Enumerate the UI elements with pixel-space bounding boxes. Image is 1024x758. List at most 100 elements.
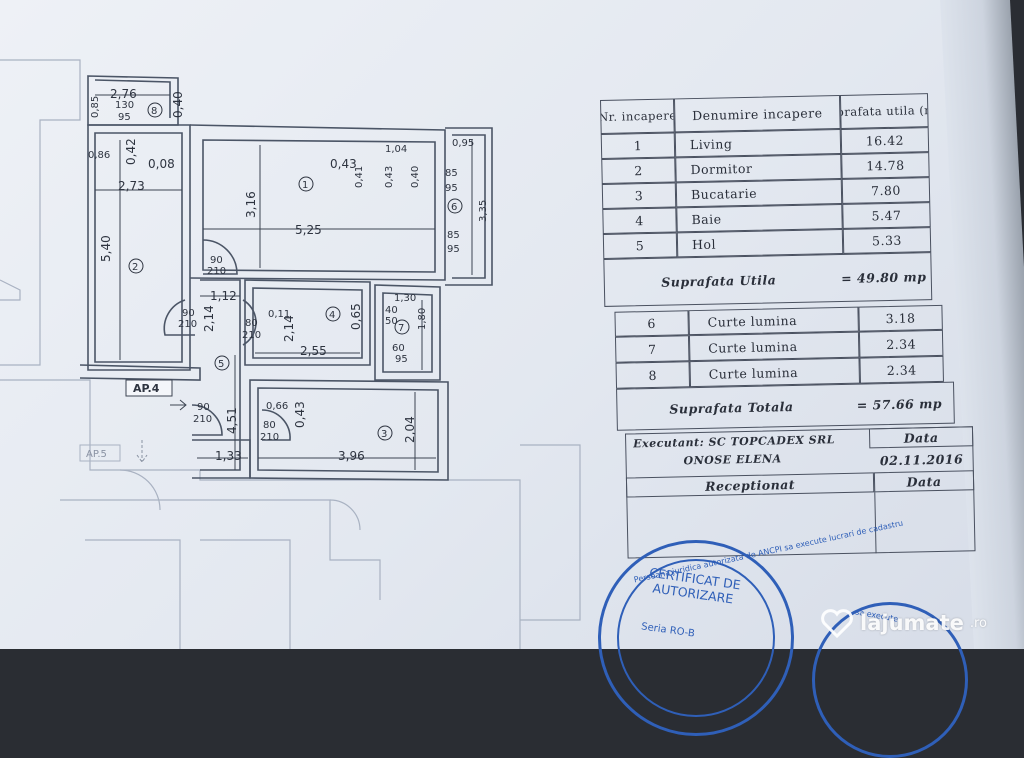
watermark-brand: lajumate xyxy=(860,611,964,635)
room-number: 2 xyxy=(132,262,138,273)
data-label: Data xyxy=(868,426,974,449)
dim-label: 0,95 xyxy=(452,138,474,149)
utila-value: = 49.80 mp xyxy=(840,268,927,286)
court-area: 2.34 xyxy=(858,329,944,358)
dim-label: 60 xyxy=(392,343,405,354)
room-area: 5.47 xyxy=(842,202,931,229)
dim-label: 95 xyxy=(447,244,460,255)
room-name: Bucatarie xyxy=(675,178,843,208)
data-label-2: Data xyxy=(873,470,975,493)
dim-label: 0,86 xyxy=(88,150,110,161)
room-area: 16.42 xyxy=(840,127,930,154)
room-nr: 1 xyxy=(600,132,676,159)
dim-label: 90 xyxy=(182,308,195,319)
document-sheet xyxy=(0,0,1000,649)
room-markers: 1 2 3 4 5 6 7 8 xyxy=(128,102,463,441)
dim-label: 0,65 xyxy=(349,303,363,330)
dim-label: 2,73 xyxy=(118,179,145,193)
dim-label: 1,30 xyxy=(394,293,416,304)
court-name: Curte lumina xyxy=(689,357,860,388)
dim-label: 210 xyxy=(193,414,212,425)
dim-label: 0,11 xyxy=(268,309,290,320)
dim-label: 2,14 xyxy=(282,315,296,342)
dim-label: 0,41 xyxy=(354,166,365,188)
dim-label: 80 xyxy=(263,420,276,431)
court-name: Curte lumina xyxy=(688,306,859,336)
room-number: 6 xyxy=(451,202,457,213)
dim-label: 5,40 xyxy=(99,235,113,262)
dim-label: 1,80 xyxy=(417,308,428,330)
dim-label: 85 xyxy=(445,168,458,179)
dim-label: 1,04 xyxy=(385,144,407,155)
room-nr: 2 xyxy=(601,157,676,184)
header-denumire: Denumire incapere xyxy=(673,94,841,133)
court-nr: 7 xyxy=(614,335,690,363)
dim-label: 80 xyxy=(245,318,258,329)
dim-label: 2,55 xyxy=(300,344,327,358)
ap4-label: AP.4 xyxy=(133,382,160,395)
dim-label: 0,85 xyxy=(90,96,101,118)
totala-value: = 57.66 mp xyxy=(856,395,943,413)
room-name: Hol xyxy=(676,228,844,258)
dim-label: 1,33 xyxy=(215,449,242,463)
dim-label: 90 xyxy=(210,255,223,266)
dim-label: 4,51 xyxy=(225,407,239,434)
dim-label: 95 xyxy=(118,112,131,123)
dim-label: 0,08 xyxy=(148,157,175,171)
dim-label: 0,40 xyxy=(171,91,185,118)
totala-label: Suprafata Totala xyxy=(669,398,794,417)
room-number: 5 xyxy=(218,359,224,370)
dim-label: 90 xyxy=(197,402,210,413)
room-name: Living xyxy=(674,128,842,158)
dim-label: 5,25 xyxy=(295,223,322,237)
header-nr: Nr. incapere xyxy=(600,98,675,134)
neighbor-outlines xyxy=(0,59,581,649)
dim-label: 0,43 xyxy=(293,401,307,428)
dim-label: 50 xyxy=(385,316,398,327)
utila-label: Suprafata Utila xyxy=(661,271,777,290)
dim-label: 210 xyxy=(242,330,261,341)
dim-label: 95 xyxy=(445,183,458,194)
heart-logo-icon xyxy=(821,609,853,638)
room-number: 3 xyxy=(381,429,387,440)
dim-label: 2,14 xyxy=(202,305,216,332)
court-nr: 8 xyxy=(615,361,691,389)
room-number: 1 xyxy=(302,180,308,191)
dim-label: 210 xyxy=(207,266,226,277)
room-name: Dormitor xyxy=(675,153,842,183)
room-name: Baie xyxy=(676,203,843,233)
walls xyxy=(79,75,493,481)
room-area: 7.80 xyxy=(841,177,931,204)
dimension-labels: 2,76 130 95 0,40 0,85 0,86 0,42 0,08 2,7… xyxy=(88,87,489,463)
floor-plan: 2,76 130 95 0,40 0,85 0,86 0,42 0,08 2,7… xyxy=(0,59,581,649)
dim-label: 0,43 xyxy=(384,166,395,188)
court-name: Curte lumina xyxy=(688,331,860,362)
executant-person: ONOSE ELENA xyxy=(683,451,782,467)
room-area: 14.78 xyxy=(841,152,930,179)
dim-label: 95 xyxy=(395,354,408,365)
site-watermark: lajumate .ro xyxy=(820,606,987,640)
room-area: 5.33 xyxy=(842,227,932,254)
door-arcs xyxy=(163,239,291,441)
watermark-domain: .ro xyxy=(969,615,988,631)
dim-label: 2,76 xyxy=(110,87,137,101)
apartment-labels: AP.4 AP.5 xyxy=(79,379,187,463)
court-nr: 6 xyxy=(614,310,689,337)
dim-label: 0,43 xyxy=(330,157,357,171)
dim-label: 0,66 xyxy=(266,401,288,412)
dim-label: 3,35 xyxy=(478,200,489,222)
room-number: 8 xyxy=(151,106,157,117)
ap5-label: AP.5 xyxy=(86,449,107,460)
room-nr: 4 xyxy=(602,207,677,234)
room-number: 4 xyxy=(329,310,335,321)
dim-label: 1,12 xyxy=(210,289,237,303)
dim-label: 130 xyxy=(115,100,134,111)
room-nr: 3 xyxy=(601,182,677,209)
dim-label: 0,40 xyxy=(410,166,421,188)
room-number: 7 xyxy=(398,323,404,334)
dim-label: 0,42 xyxy=(124,138,138,165)
dim-label: 3,96 xyxy=(338,449,365,463)
room-nr: 5 xyxy=(602,232,678,259)
court-area: 2.34 xyxy=(859,355,944,384)
dim-label: 40 xyxy=(385,305,398,316)
